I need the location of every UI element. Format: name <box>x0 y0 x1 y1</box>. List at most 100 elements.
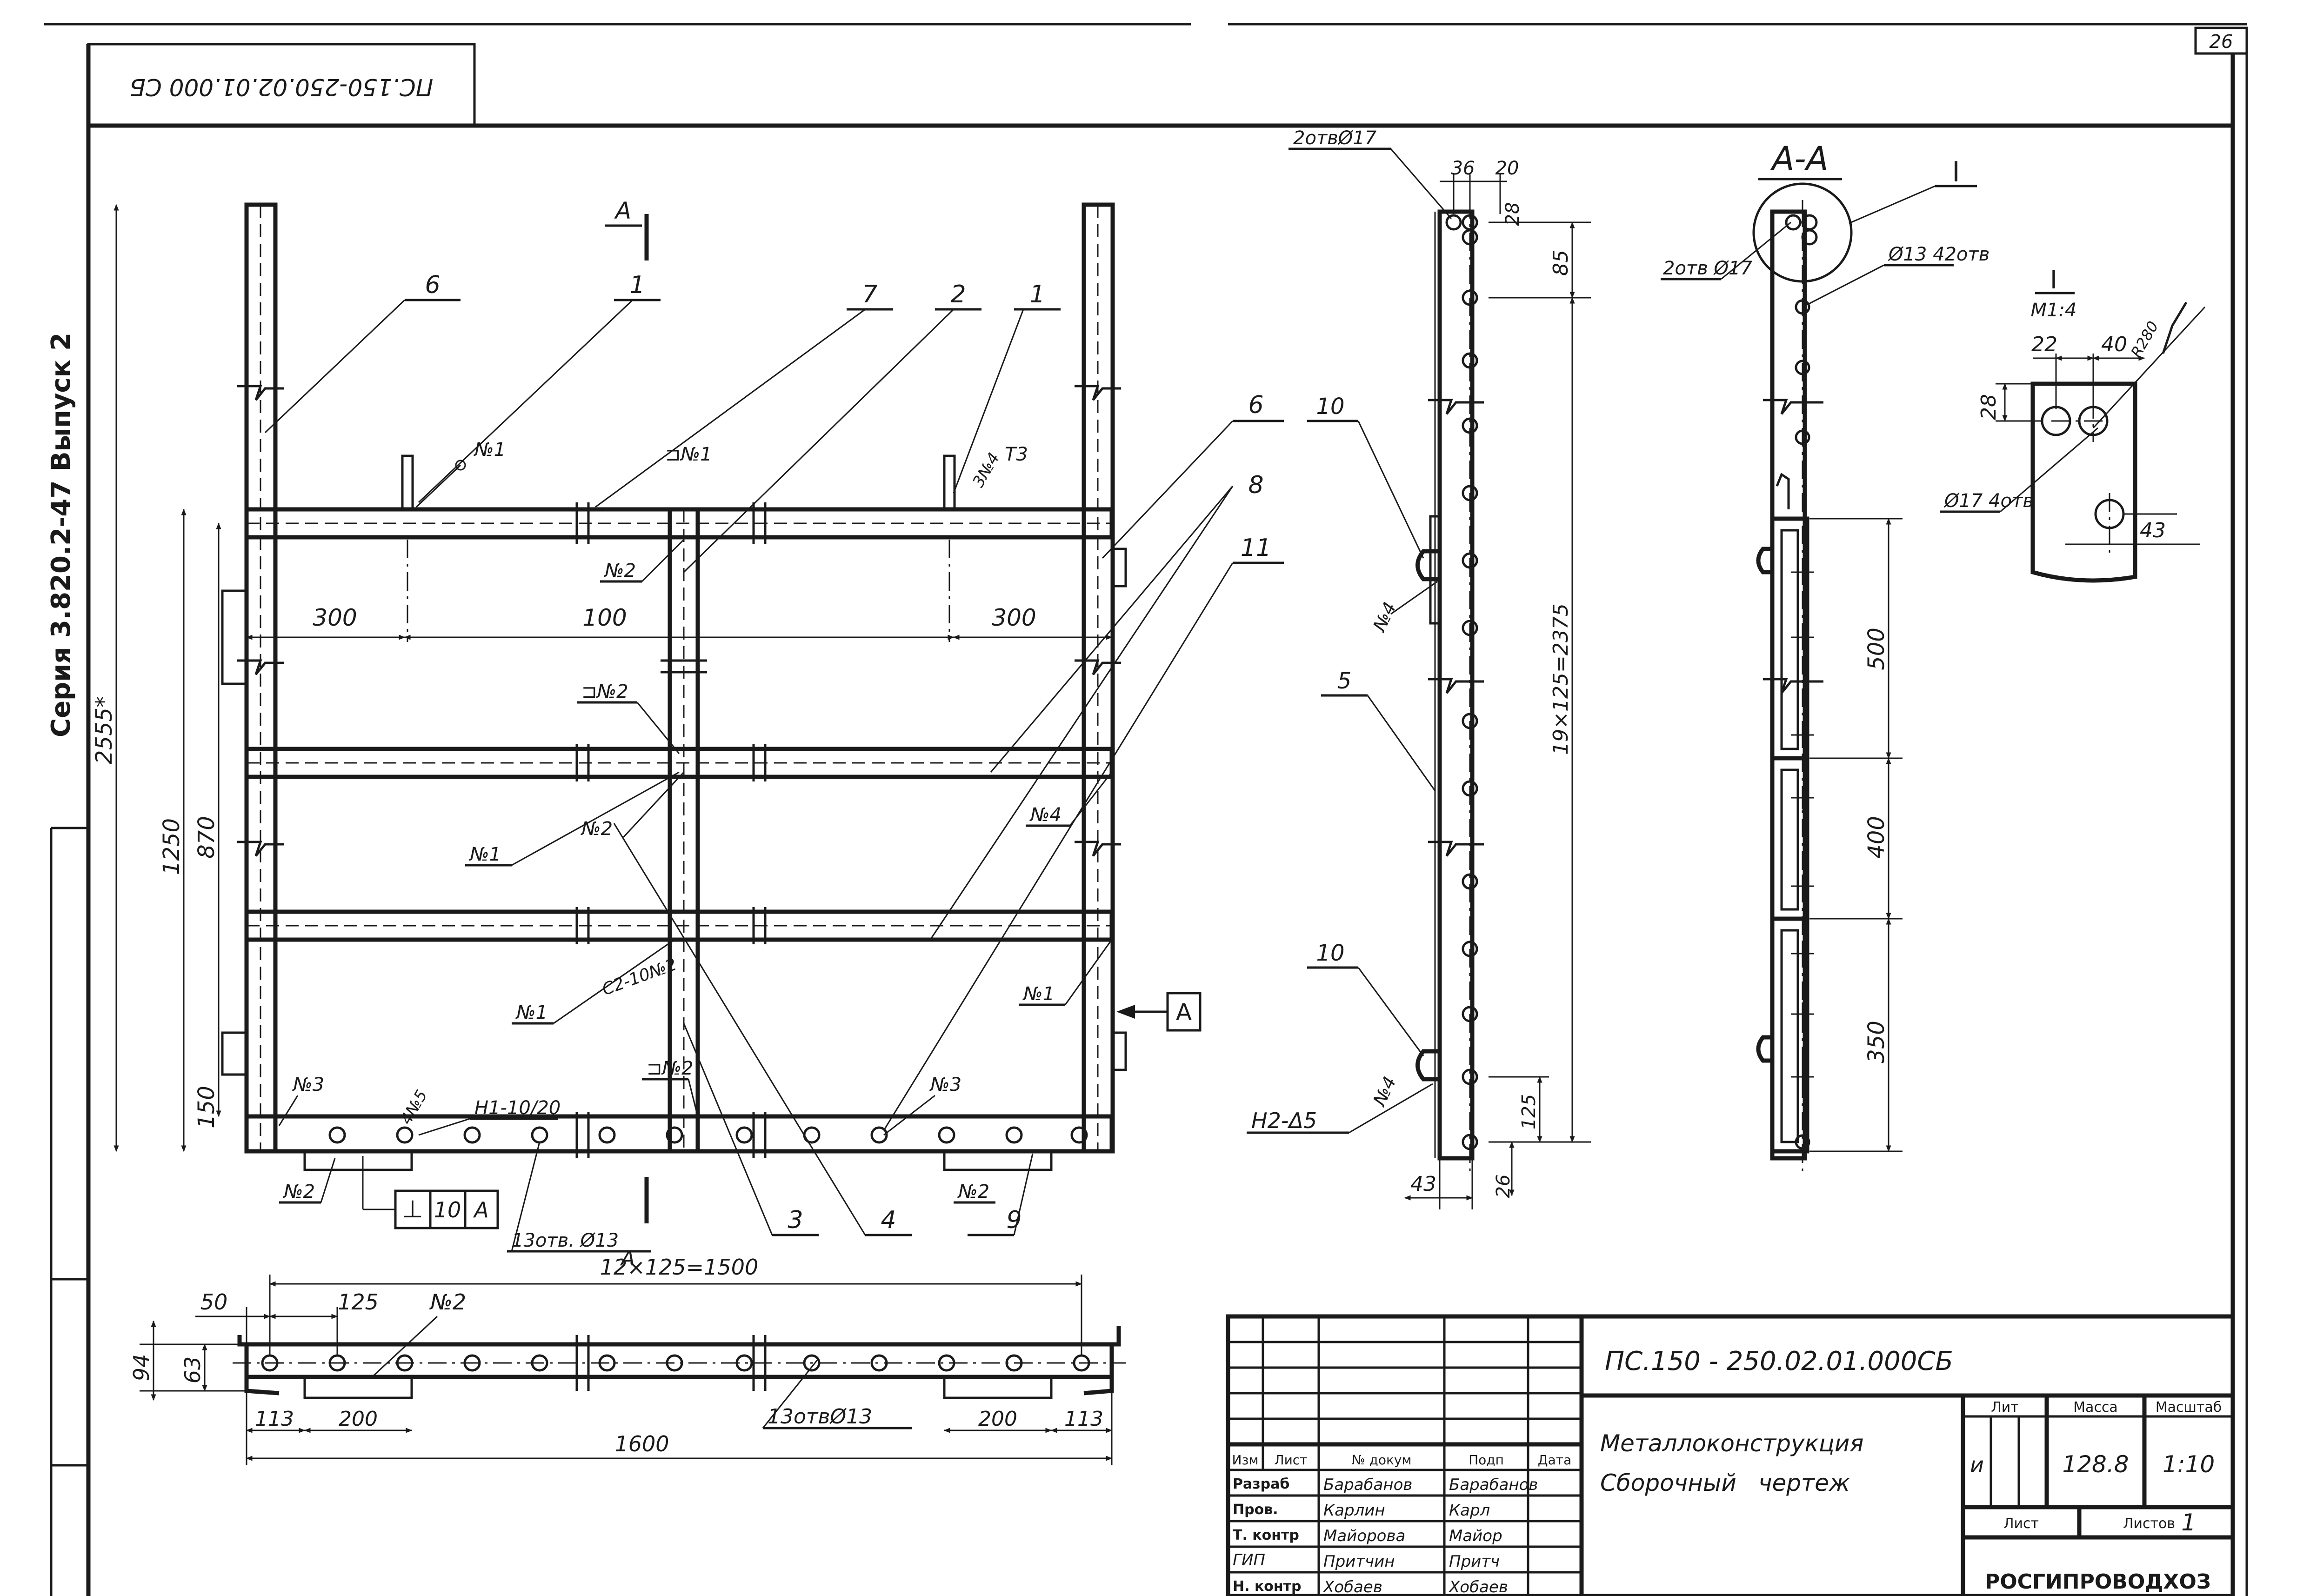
bv-weld-n2: №2 <box>429 1289 466 1315</box>
aa-dim-350: 350 <box>1863 1021 1889 1063</box>
part-3: 3 <box>788 1206 803 1234</box>
sv-dim-36: 36 <box>1451 158 1475 179</box>
di-dim-r280: R280 <box>2127 318 2162 361</box>
tb-h-date: Дата <box>1538 1452 1572 1468</box>
tol-value: 10 <box>434 1197 461 1222</box>
sv-part-10-top: 10 <box>1316 394 1344 420</box>
dim-870: 870 <box>194 816 220 859</box>
section-marker-a: А <box>614 197 631 224</box>
detail-i-scale: М1:4 <box>2031 300 2077 321</box>
sv-dim-85: 85 <box>1549 250 1573 276</box>
sv-part-5: 5 <box>1337 668 1352 694</box>
tb-sign-2: Майор <box>1449 1527 1502 1545</box>
weld-c1-top: ⊐№1 <box>665 444 712 465</box>
aa-dim-400: 400 <box>1863 816 1889 859</box>
aa-crosses <box>1791 561 1814 1088</box>
dim-300-right: 300 <box>992 604 1036 631</box>
di-dim-22: 22 <box>2031 333 2057 356</box>
tol-symbol: ⊥ <box>402 1195 423 1223</box>
section-aa-title: А-А <box>1770 140 1828 178</box>
part-7: 7 <box>862 280 877 308</box>
di-dim-40: 40 <box>2101 333 2127 356</box>
weld-n2-mid: №2 <box>581 818 613 840</box>
tb-role-3: ГИП <box>1233 1551 1265 1569</box>
side-view: 36 20 28 85 19×125=2375 125 43 26 2отвØ1… <box>1247 127 1591 1209</box>
tb-role-4: Н. контр <box>1233 1578 1302 1595</box>
tb-org: РОСГИПРОВОДХОЗ <box>1985 1570 2211 1594</box>
tb-h-sign: Подп <box>1469 1452 1504 1468</box>
weld-n1-right-low: №1 <box>1022 983 1055 1005</box>
tb-sign-1: Карл <box>1449 1501 1490 1520</box>
tb-sign-3: Притч <box>1449 1552 1500 1571</box>
weld-n3-right: №3 <box>929 1074 961 1095</box>
tb-name-2: Майорова <box>1323 1527 1405 1545</box>
weld-n1-top: №1 <box>474 439 506 461</box>
sv-weld-h2: Н2-Δ5 <box>1251 1108 1317 1133</box>
tb-mass: 128.8 <box>2062 1451 2129 1478</box>
break-marks <box>237 385 1121 1158</box>
tb-sign-4: Хобаев <box>1448 1578 1508 1596</box>
tb-h-izm: Изм <box>1232 1452 1259 1468</box>
tb-sign-0: Барабанов <box>1449 1476 1538 1494</box>
front-view: А А А 2555* 1250 870 150 300 100 300 <box>91 197 1284 1270</box>
sv-dim-2375: 19×125=2375 <box>1549 603 1573 755</box>
tol-datum: А <box>473 1197 488 1222</box>
doc-code-flipped: ПС.150-250.02.01.000 СБ <box>130 73 434 100</box>
tb-name-l1: Металлоконструкция <box>1600 1430 1863 1457</box>
dim-100: 100 <box>582 604 627 631</box>
sv-weld-n4-low: №4 <box>1369 1073 1400 1109</box>
part-2: 2 <box>950 280 966 308</box>
weld-n3-left: №3 <box>292 1074 324 1095</box>
aa-holes-42-label: Ø13 42отв <box>1888 244 1990 265</box>
tb-role-1: Пров. <box>1233 1502 1278 1518</box>
tb-name-0: Барабанов <box>1323 1476 1412 1494</box>
weld-n1-mid: №1 <box>469 844 501 865</box>
tb-name-1: Карлин <box>1323 1501 1385 1520</box>
weld-c2-a: ⊐№2 <box>581 681 628 702</box>
dim-150: 150 <box>194 1086 220 1129</box>
bv-dim-113-right: 113 <box>1064 1407 1103 1431</box>
sv-holes-top: 2отвØ17 <box>1293 127 1377 149</box>
weld-n1-low: №1 <box>515 1002 547 1023</box>
weld-c2-low: ⊐№2 <box>647 1058 694 1079</box>
bottom-holes <box>328 1126 1088 1144</box>
dim-300-left: 300 <box>313 604 357 631</box>
holes-13-label: 13отв. Ø13 <box>512 1230 619 1251</box>
part-1-top: 1 <box>629 271 645 299</box>
di-dim-28: 28 <box>1977 394 2001 420</box>
weld-n4-right: №4 <box>1029 804 1062 826</box>
weld-t3: Т3 <box>1005 444 1028 465</box>
sv-part-10-low: 10 <box>1316 940 1344 966</box>
weld-3n4: 3№4 <box>969 449 1003 490</box>
bv-dim-125: 125 <box>338 1289 379 1315</box>
sv-weld-n4-top: №4 <box>1369 599 1400 635</box>
tb-role-0: Разраб <box>1233 1476 1289 1492</box>
tb-sheet-l: Лист <box>2003 1516 2039 1532</box>
bv-dim-50: 50 <box>200 1289 228 1315</box>
dim-1250: 1250 <box>159 818 185 875</box>
sv-dim-125: 125 <box>1518 1094 1540 1129</box>
aa-detail-marker: I <box>1952 156 1960 188</box>
bv-dim-1500: 12×125=1500 <box>600 1255 759 1280</box>
tb-name-4: Хобаев <box>1322 1578 1382 1596</box>
bv-dim-113-left: 113 <box>255 1407 294 1431</box>
weld-n2-br: №2 <box>957 1181 989 1202</box>
sv-dim-20: 20 <box>1495 158 1519 179</box>
sheet-number: 26 <box>2210 31 2233 53</box>
bv-dim-1600: 1600 <box>614 1431 669 1456</box>
di-holes: Ø17 4отв <box>1943 490 2034 512</box>
weld-4n5: 4№5 <box>397 1087 431 1128</box>
title-block: Изм Лист № докум Подп Дата Разраб Бараба… <box>1226 1314 2235 1596</box>
bottom-view: 50 125 12×125=1500 94 63 113 200 200 113… <box>129 1255 1126 1465</box>
tb-name-3: Притчин <box>1323 1552 1395 1571</box>
datum-flag-a: А <box>1176 999 1192 1026</box>
dim-overall-height: 2555* <box>91 696 117 764</box>
tb-doc-code: ПС.150 - 250.02.01.000СБ <box>1605 1346 1953 1376</box>
aa-dim-500: 500 <box>1863 628 1889 670</box>
tb-scale: 1:10 <box>2163 1451 2215 1478</box>
part-callouts: 6 1 7 2 1 6 8 11 3 4 <box>264 271 1284 1236</box>
sv-dim-26: 26 <box>1493 1175 1514 1198</box>
tb-lit: и <box>1970 1452 1984 1477</box>
tb-name-l3: чертеж <box>1758 1469 1850 1496</box>
